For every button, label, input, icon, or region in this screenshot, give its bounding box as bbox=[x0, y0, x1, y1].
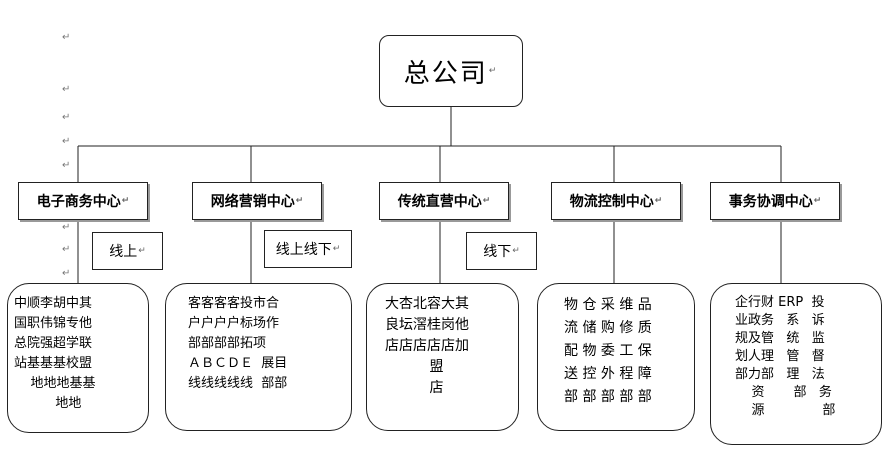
detail-line: 线线线线线 部部 bbox=[188, 376, 288, 391]
paragraph-mark-icon: ↵ bbox=[62, 160, 71, 171]
detail-line: 大杏北容大其 bbox=[385, 296, 469, 312]
detail-line: 客客客客投市合 bbox=[188, 296, 280, 311]
paragraph-mark-icon: ↵ bbox=[295, 196, 304, 206]
channel-tag-label: 线上线下 bbox=[275, 242, 332, 258]
paragraph-mark-icon: ↵ bbox=[512, 246, 520, 256]
paragraph-mark-icon: ↵ bbox=[138, 246, 146, 256]
detail-line: 店店店店店加 bbox=[385, 338, 469, 354]
paragraph-mark-icon: ↵ bbox=[482, 196, 491, 206]
paragraph-mark-icon: ↵ bbox=[332, 244, 341, 254]
detail-line: 划人理 管 督 bbox=[735, 349, 825, 364]
detail-line: 源 部 bbox=[735, 403, 836, 418]
detail-line: 盟 bbox=[385, 359, 444, 375]
detail-line: ＡＢＣＤＥ 展目 bbox=[188, 356, 288, 371]
detail-line: 国职伟锦专他 bbox=[14, 316, 93, 331]
detail-line: 业政务 系 诉 bbox=[735, 313, 825, 328]
detail-line: 物 仓 采 维 品 bbox=[564, 297, 652, 313]
detail-line: 企行财 ERP 投 bbox=[735, 295, 825, 310]
detail-line: 资 部 务 bbox=[735, 385, 832, 400]
detail-line: 部部部部拓项 bbox=[188, 336, 267, 351]
dept-node-label: 电子商务中心 bbox=[36, 194, 121, 210]
detail-line: 站基基基校盟 bbox=[14, 356, 93, 371]
dept-node-direct-sales[interactable]: 传统直营中心↵ bbox=[379, 182, 509, 220]
paragraph-mark-icon: ↵ bbox=[62, 112, 71, 123]
detail-box-online-marketing: 客客客客投市合 户户户户标场作 部部部部拓项 ＡＢＣＤＥ 展目 线线线线线 部部 bbox=[165, 283, 352, 431]
detail-box-direct-sales: 大杏北容大其 良坛滘桂岗他 店店店店店加 盟 店 bbox=[366, 283, 519, 431]
channel-tag-label: 线下 bbox=[483, 244, 512, 260]
paragraph-mark-icon: ↵ bbox=[62, 32, 71, 43]
paragraph-mark-icon: ↵ bbox=[62, 222, 71, 233]
detail-line: 地地地基基 bbox=[14, 376, 96, 391]
detail-box-logistics: 物 仓 采 维 品 流 储 购 修 质 配 物 委 工 保 送 控 外 程 障 … bbox=[537, 283, 695, 431]
channel-tag-online: 线上↵ bbox=[92, 232, 163, 270]
root-node-label: 总公司 bbox=[403, 58, 488, 89]
detail-line: 部 部 部 部 部 bbox=[564, 389, 652, 405]
dept-node-online-marketing[interactable]: 网络营销中心↵ bbox=[192, 182, 322, 220]
detail-line: 店 bbox=[385, 380, 444, 396]
detail-line: 户户户户标场作 bbox=[188, 316, 280, 331]
detail-line: 配 物 委 工 保 bbox=[564, 343, 652, 359]
paragraph-mark-icon: ↵ bbox=[488, 66, 499, 76]
dept-node-label: 传统直营中心 bbox=[397, 194, 482, 210]
detail-box-coordination: 企行财 ERP 投 业政务 系 诉 规及管 统 监 划人理 管 督 部力部 理 … bbox=[710, 283, 882, 445]
channel-tag-offline: 线下↵ bbox=[466, 232, 537, 270]
detail-line: 良坛滘桂岗他 bbox=[385, 317, 469, 333]
detail-line: 规及管 统 监 bbox=[735, 331, 825, 346]
paragraph-mark-icon: ↵ bbox=[813, 196, 822, 206]
dept-node-label: 事务协调中心 bbox=[728, 194, 813, 210]
channel-tag-online-offline: 线上线下↵ bbox=[264, 230, 352, 268]
dept-node-coordination[interactable]: 事务协调中心↵ bbox=[710, 182, 840, 220]
root-node[interactable]: 总公司↵ bbox=[379, 35, 523, 107]
detail-line: 总院强超学联 bbox=[14, 336, 93, 351]
detail-line: 中顺李胡中其 bbox=[14, 296, 93, 311]
detail-line: 送 控 外 程 障 bbox=[564, 366, 652, 382]
dept-node-label: 网络营销中心 bbox=[210, 194, 295, 210]
channel-tag-label: 线上 bbox=[109, 244, 138, 260]
dept-node-ecommerce[interactable]: 电子商务中心↵ bbox=[18, 182, 148, 220]
paragraph-mark-icon: ↵ bbox=[121, 196, 130, 206]
paragraph-mark-icon: ↵ bbox=[62, 268, 71, 279]
paragraph-mark-icon: ↵ bbox=[654, 196, 663, 206]
dept-node-label: 物流控制中心 bbox=[569, 194, 654, 210]
detail-line: 流 储 购 修 质 bbox=[564, 320, 652, 336]
paragraph-mark-icon: ↵ bbox=[62, 244, 71, 255]
detail-box-ecommerce: 中顺李胡中其 国职伟锦专他 总院强超学联 站基基基校盟 地地地基基 地地 bbox=[7, 283, 149, 433]
dept-node-logistics[interactable]: 物流控制中心↵ bbox=[551, 182, 681, 220]
detail-line: 地地 bbox=[14, 396, 82, 411]
paragraph-mark-icon: ↵ bbox=[62, 84, 71, 95]
detail-line: 部力部 理 法 bbox=[735, 367, 825, 382]
paragraph-mark-icon: ↵ bbox=[62, 136, 71, 147]
